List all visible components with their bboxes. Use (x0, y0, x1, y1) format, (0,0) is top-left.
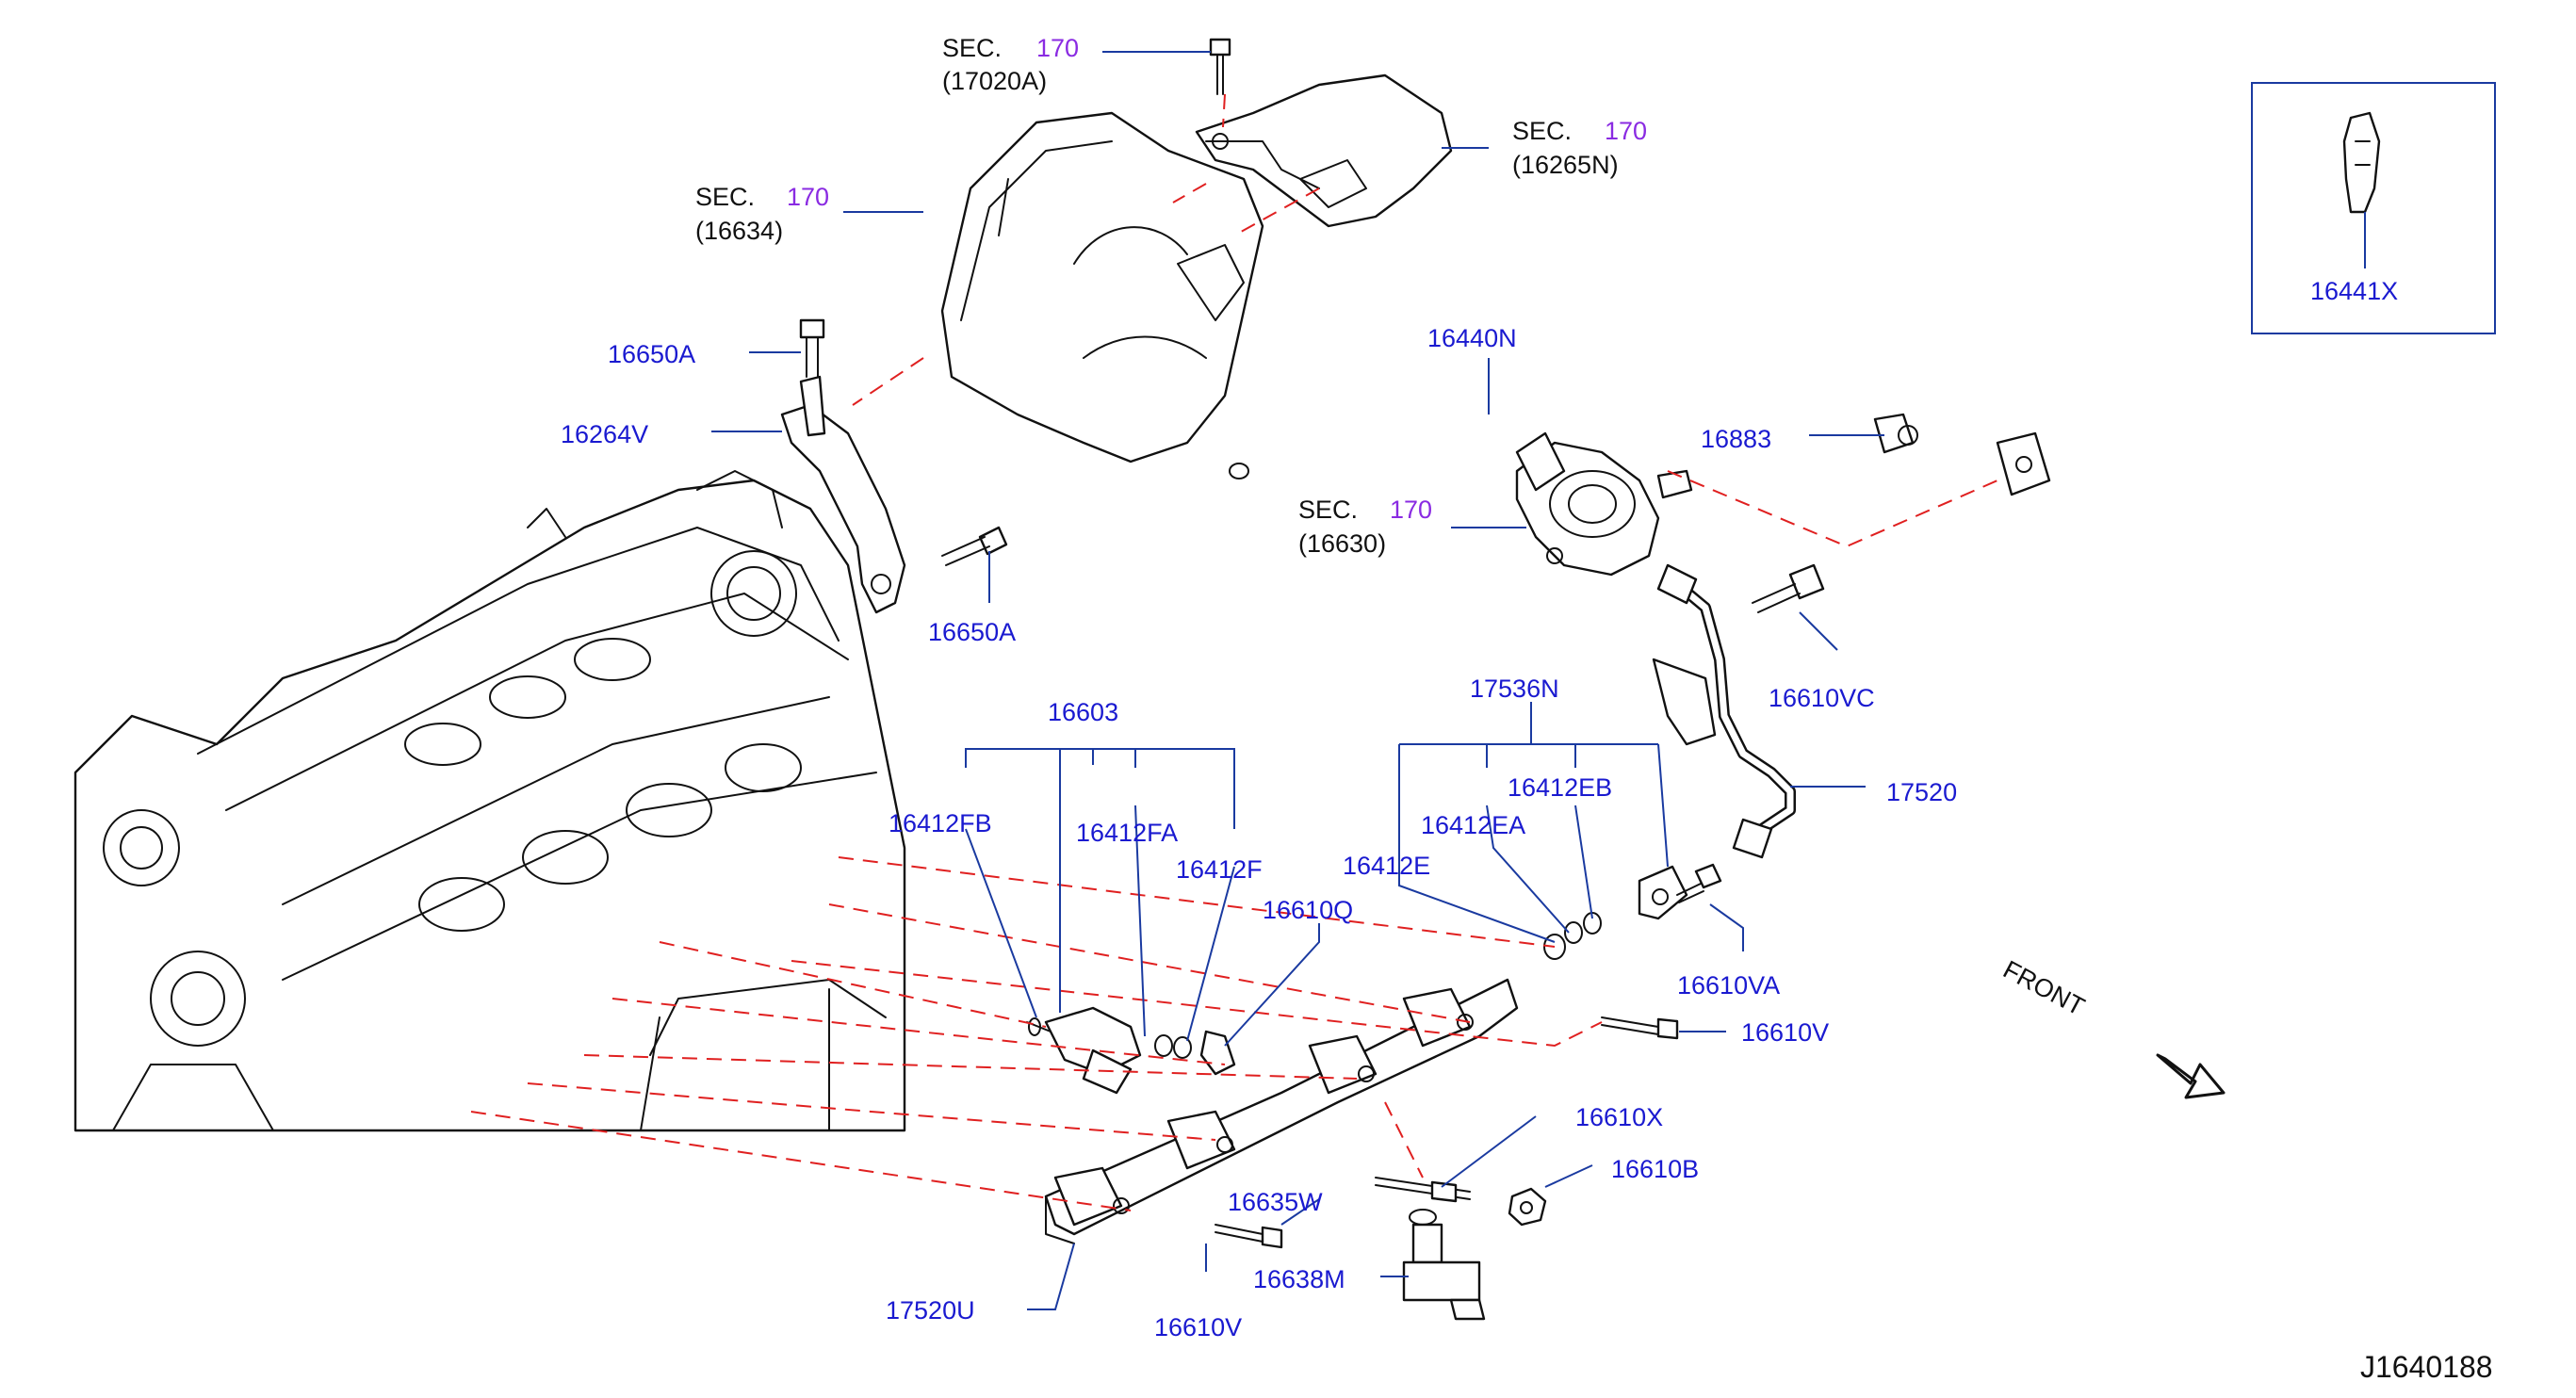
stud-16610X-illustration (1375, 1177, 1471, 1203)
bracket-16264V-illustration (780, 375, 906, 614)
sec-label-17020A-prefix: SEC. (942, 34, 1002, 62)
bracket-16610VA-illustration (1638, 863, 1722, 920)
bolt-16610V-bottom-illustration (1215, 1224, 1283, 1249)
part-label-16610B: 16610B (1611, 1155, 1699, 1183)
sec-label-17020A-number: 170 (1036, 34, 1079, 62)
fuel-pump-16630-illustration (1515, 431, 1693, 577)
part-label-16412EA: 16412EA (1421, 811, 1525, 839)
sec-label-16634-number: 170 (787, 183, 829, 211)
part-label-16412F: 16412F (1176, 855, 1263, 884)
clip-16883-illustration (1873, 413, 1918, 454)
sec-label-16265N-code: (16265N) (1512, 151, 1619, 179)
part-label-17520U: 17520U (886, 1296, 975, 1325)
sec-label-16265N-prefix: SEC. (1512, 117, 1572, 145)
part-label-16610Q: 16610Q (1263, 896, 1353, 924)
leader-lines (711, 51, 1884, 1310)
bolt-17020A-illustration (1209, 38, 1231, 95)
fuel-feed-tube-16440N-illustration (1229, 353, 2078, 496)
part-label-16610V-right: 16610V (1741, 1018, 1829, 1047)
sec-label-16630-number: 170 (1390, 496, 1432, 524)
part-label-16610V-bottom: 16610V (1154, 1313, 1242, 1341)
sec-label-16634-code: (16634) (695, 217, 783, 245)
sec-label-16265N-number: 170 (1605, 117, 1647, 145)
high-pressure-fuel-tube-17520-illustration (1652, 563, 1796, 859)
sec-label-16630-code: (16630) (1298, 529, 1386, 558)
engine-cylinder-head-illustration (73, 470, 906, 1132)
bolt-16650A-bottom-illustration (941, 526, 1008, 566)
figure-id: J1640188 (2360, 1350, 2493, 1384)
bolt-16610V-right-illustration (1601, 1016, 1679, 1040)
fuel-rail-17520U-illustration (1044, 978, 1519, 1244)
o-rings-16412E-illustration (1543, 912, 1602, 960)
part-label-16603: 16603 (1048, 698, 1118, 726)
bolt-16610VC-illustration (1752, 563, 1825, 613)
assembly-dashed-lines (470, 93, 1998, 1211)
front-arrow-icon (2156, 1053, 2225, 1099)
labels: SEC. 170 (17020A) SEC. 170 (16265N) SEC.… (561, 34, 2493, 1384)
sec-label-16630-prefix: SEC. (1298, 496, 1358, 524)
part-label-17520: 17520 (1886, 778, 1957, 806)
part-label-16650A-top: 16650A (608, 340, 695, 368)
part-label-16441X: 16441X (2310, 277, 2398, 305)
part-label-16638M: 16638M (1253, 1265, 1345, 1293)
pressure-sensor-16638M-illustration (1402, 1209, 1486, 1321)
inset-box-16441X (2251, 82, 2496, 334)
nut-16610B-illustration (1508, 1187, 1547, 1227)
part-label-16412E: 16412E (1343, 852, 1430, 880)
part-label-16883: 16883 (1701, 425, 1771, 453)
bolt-16650A-top-illustration (799, 318, 825, 378)
part-label-16412EB: 16412EB (1508, 773, 1612, 802)
fuel-injector-16603-illustration (1026, 1006, 1192, 1095)
front-direction-label: FRONT (1998, 955, 2089, 1021)
sec-label-16634-prefix: SEC. (695, 183, 755, 211)
heat-shield-bracket-illustration (1195, 73, 1453, 228)
part-label-16635W: 16635W (1228, 1188, 1323, 1216)
part-label-16650A-bottom: 16650A (928, 618, 1016, 646)
part-label-16264V: 16264V (561, 420, 648, 448)
part-label-16610VA: 16610VA (1677, 971, 1780, 1000)
sec-label-17020A-code: (17020A) (942, 67, 1047, 95)
part-label-16610X: 16610X (1575, 1103, 1663, 1131)
part-label-16412FA: 16412FA (1076, 819, 1178, 847)
clip-16610Q-illustration (1199, 1030, 1236, 1076)
heat-insulator-cover-illustration (940, 111, 1264, 463)
part-label-16440N: 16440N (1427, 324, 1517, 352)
part-label-16412FB: 16412FB (889, 809, 992, 837)
part-label-16610VC: 16610VC (1769, 684, 1875, 712)
part-label-17536N: 17536N (1470, 675, 1559, 703)
